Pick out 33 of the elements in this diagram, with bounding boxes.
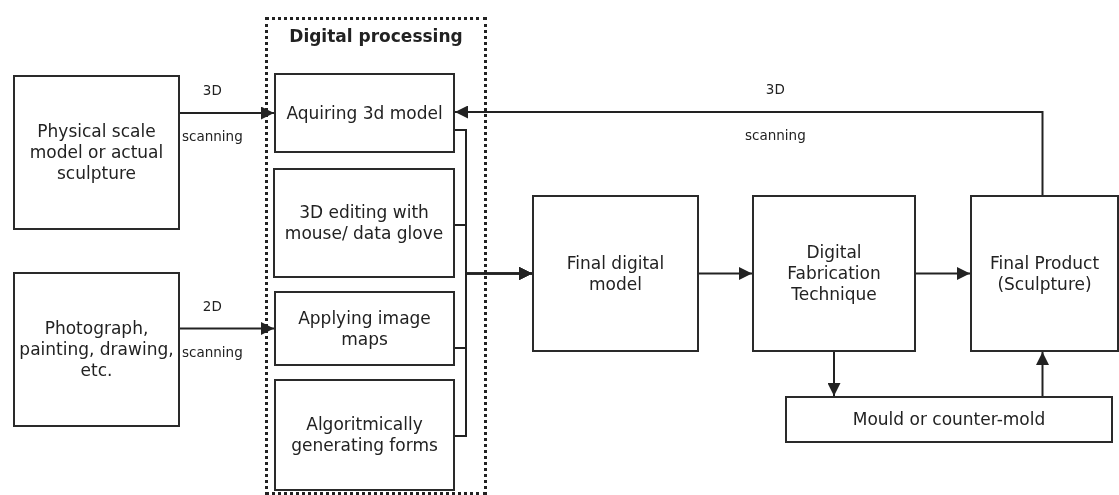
arrow bbox=[454, 267, 533, 437]
edge-label: 3D scanning bbox=[745, 80, 806, 145]
box-label: Digital Fabrication Technique bbox=[786, 242, 882, 305]
process-box bbox=[274, 379, 455, 491]
process-box bbox=[274, 73, 455, 153]
edge-label: 2D scanning bbox=[182, 296, 243, 362]
group-title: Digital processing bbox=[288, 26, 464, 46]
process-box bbox=[785, 396, 1113, 443]
arrow bbox=[698, 267, 753, 280]
edge-label: 3D scanning bbox=[182, 81, 243, 146]
arrow bbox=[179, 106, 275, 120]
arrow bbox=[915, 267, 971, 280]
box-label: Algoritmically generating forms bbox=[290, 414, 439, 456]
arrow bbox=[179, 322, 275, 335]
box-label: Aquiring 3d model bbox=[285, 102, 444, 124]
box-label: Final digital model bbox=[565, 252, 666, 295]
box-label: Final Product (Sculpture) bbox=[988, 252, 1101, 295]
process-box bbox=[273, 168, 455, 278]
process-box bbox=[970, 195, 1119, 352]
box-label: Physical scale model or actual sculpture bbox=[28, 121, 165, 184]
arrow bbox=[454, 105, 1044, 196]
process-box bbox=[752, 195, 916, 352]
arrow bbox=[1036, 351, 1049, 397]
box-label: Mould or counter-mold bbox=[851, 409, 1047, 430]
box-label: 3D editing with mouse/ data glove bbox=[283, 202, 445, 244]
arrow bbox=[827, 351, 841, 397]
process-box bbox=[13, 75, 180, 230]
box-label: Applying image maps bbox=[297, 307, 432, 350]
box-label: Photograph, painting, drawing, etc. bbox=[18, 318, 175, 381]
process-box bbox=[274, 291, 455, 366]
dotted-group-frame bbox=[265, 17, 487, 495]
process-box bbox=[13, 272, 180, 427]
process-box bbox=[532, 195, 699, 352]
